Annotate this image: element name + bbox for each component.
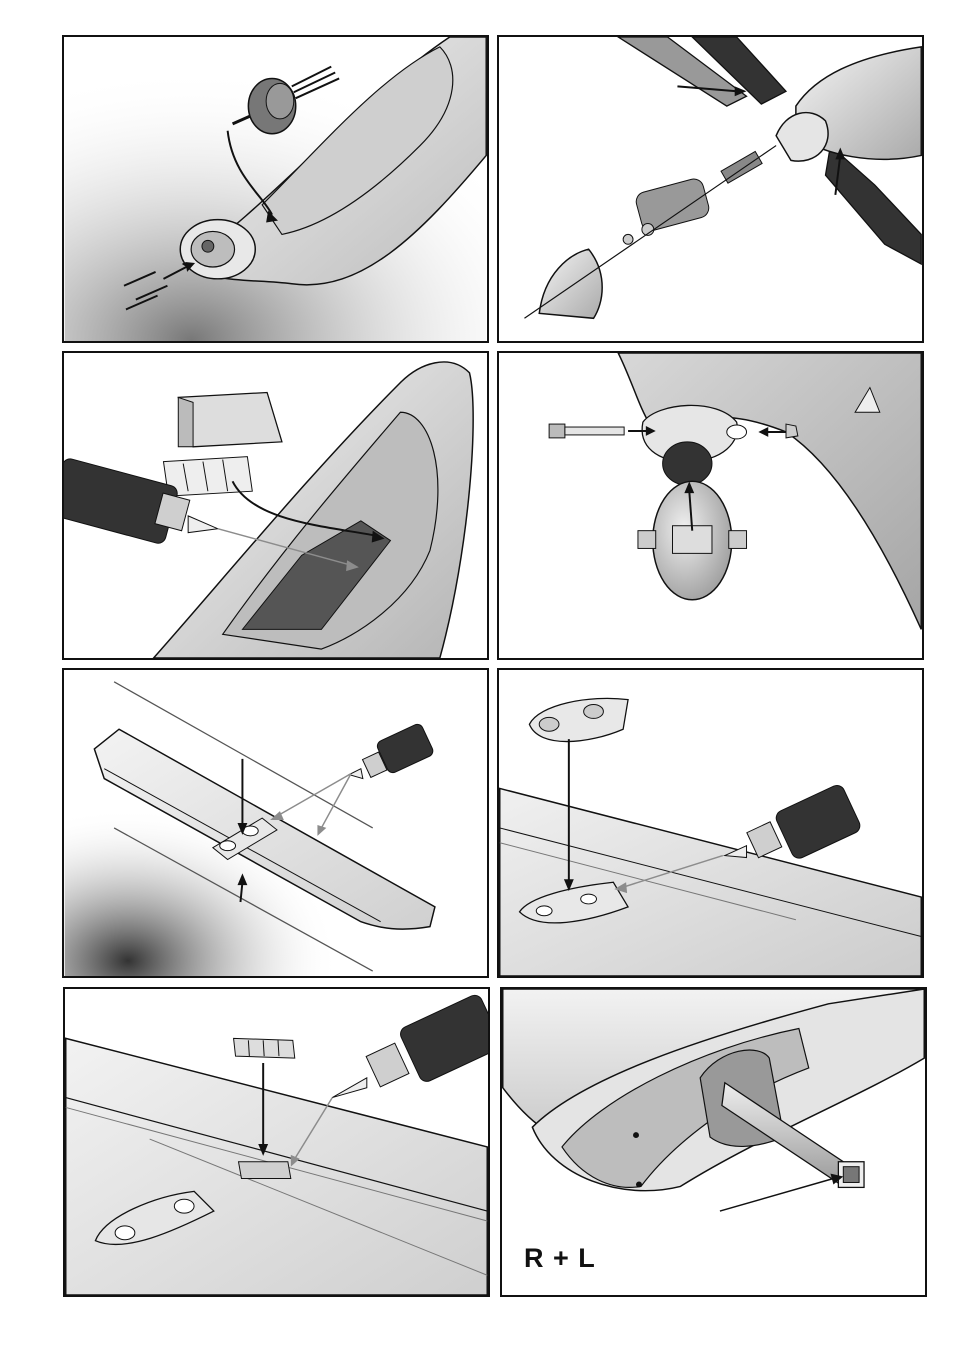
receiver-tray-illustration [64, 353, 487, 658]
panel-propeller-spinner-assembly [497, 35, 924, 343]
panel-motor-installation [62, 35, 489, 343]
panel-tail-wheel-mounting [497, 351, 924, 660]
panel-aileron-hinge-gluing [62, 668, 489, 978]
panel-hinge-gluing [63, 987, 490, 1297]
glue-tube-icon [332, 993, 488, 1098]
wheel-icon [638, 481, 747, 599]
glue-tube-icon [725, 783, 863, 861]
propeller-assembly-illustration [499, 37, 922, 341]
panel-control-horn-gluing [497, 668, 924, 978]
control-horn-illustration [499, 670, 922, 976]
axle-icon [549, 424, 624, 438]
wing-side-caption: R + L [524, 1243, 596, 1274]
receiver-tray-icon [163, 392, 281, 496]
aileron-hinge-illustration [64, 670, 487, 976]
motor-installation-illustration [64, 37, 487, 341]
panel-wing-joiner-tube: R + L [500, 987, 927, 1297]
tail-wheel-illustration [499, 353, 922, 658]
hinge-gluing-illustration [65, 989, 488, 1295]
panel-receiver-tray-gluing [62, 351, 489, 660]
hub-icon [623, 177, 711, 244]
hinge-icon [234, 1038, 295, 1058]
